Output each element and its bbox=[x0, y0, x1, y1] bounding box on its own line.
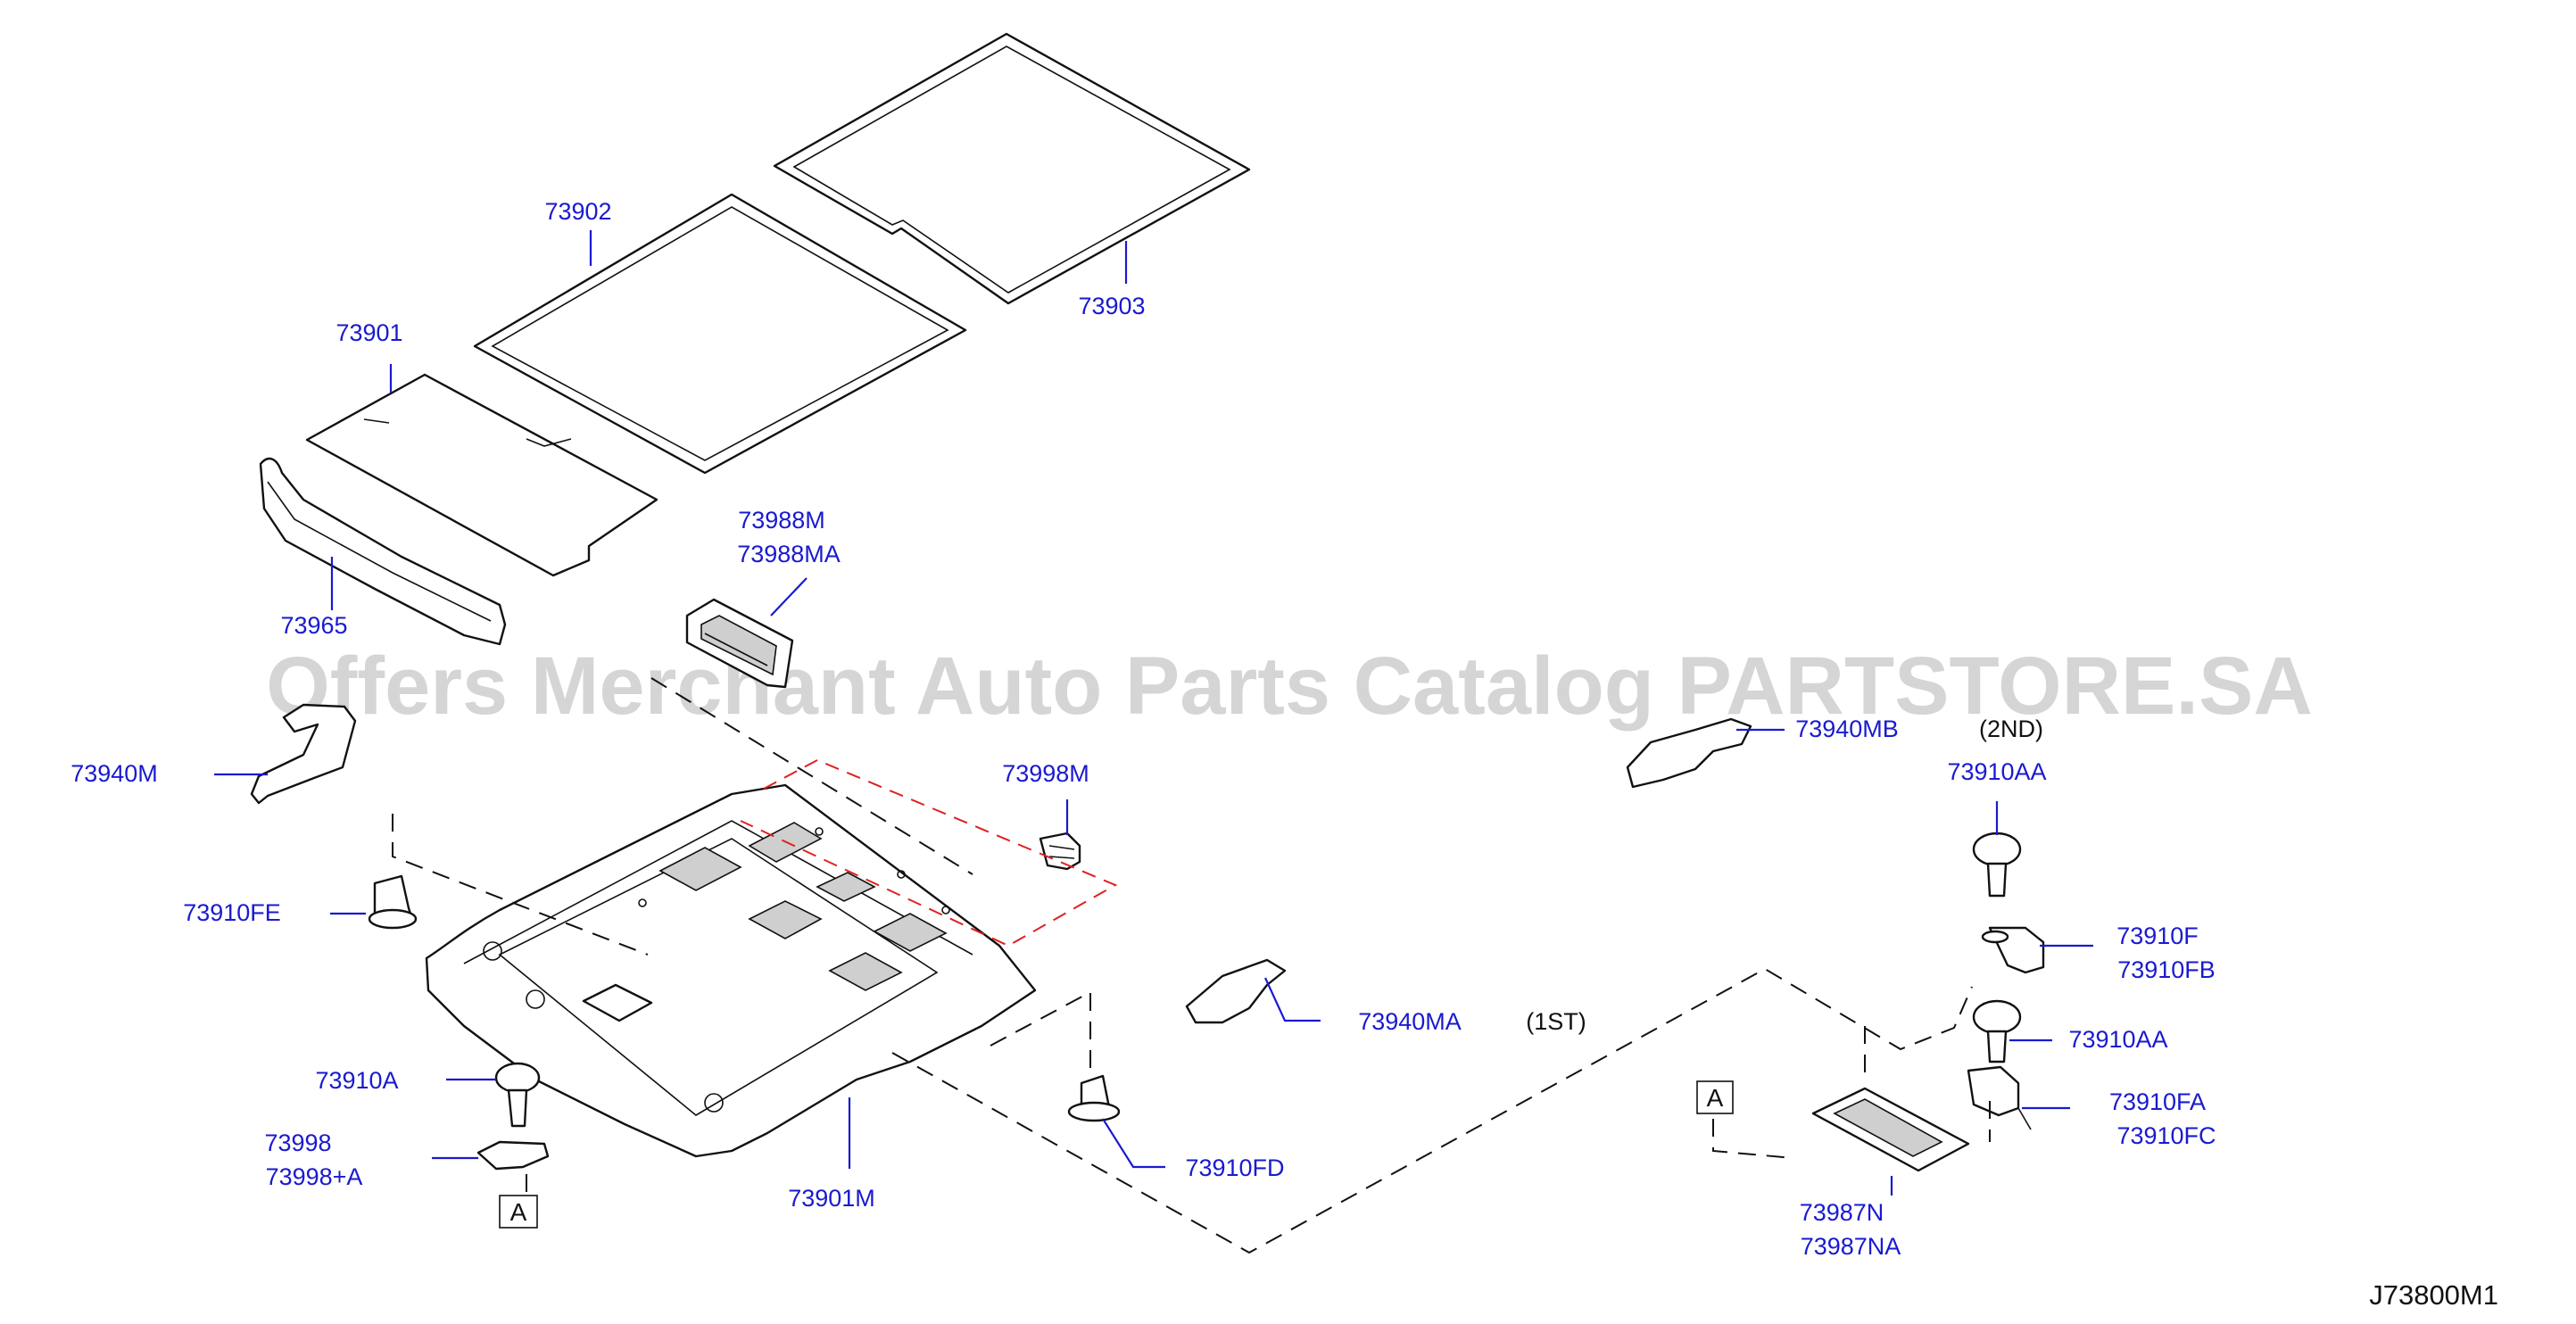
label-73940m[interactable]: 73940M bbox=[70, 760, 158, 787]
label-73901m[interactable]: 73901M bbox=[788, 1185, 875, 1212]
label-73998[interactable]: 73998 bbox=[264, 1130, 331, 1156]
screw-73910a[interactable] bbox=[494, 1062, 541, 1128]
headlining-main[interactable] bbox=[425, 783, 1037, 1158]
label-73910fe[interactable]: 73910FE bbox=[183, 899, 281, 926]
label-73910fa[interactable]: 73910FA bbox=[2109, 1088, 2206, 1115]
note-1st: (1ST) bbox=[1526, 1008, 1586, 1035]
label-73901[interactable]: 73901 bbox=[335, 319, 402, 346]
ref-letter-a-right: A bbox=[1707, 1084, 1724, 1112]
plate-73987n[interactable] bbox=[1811, 1087, 1970, 1172]
grommet-73998m[interactable] bbox=[1039, 832, 1081, 871]
label-73987na[interactable]: 73987NA bbox=[1801, 1233, 1901, 1260]
label-73910fd[interactable]: 73910FD bbox=[1185, 1154, 1284, 1181]
screw-73910aa-top[interactable] bbox=[1972, 832, 2022, 898]
label-73910f[interactable]: 73910F bbox=[2116, 923, 2199, 949]
headlining-sunroof-opening-6 bbox=[828, 952, 903, 991]
guide-lamp-to-headlining bbox=[650, 677, 973, 875]
headlining-sunroof-opening-4 bbox=[748, 900, 823, 939]
roof-pad-front-notch bbox=[363, 418, 572, 447]
roof-pad-rear-inner bbox=[792, 46, 1231, 294]
clip-73910fe[interactable] bbox=[368, 874, 418, 930]
guide-fd bbox=[990, 990, 1091, 1071]
label-73910fb[interactable]: 73910FB bbox=[2117, 956, 2216, 983]
headlining-sunroof-opening-1 bbox=[658, 847, 742, 891]
label-73902[interactable]: 73902 bbox=[544, 198, 611, 225]
guide-a-right bbox=[1712, 1119, 1794, 1159]
screw-73910aa-mid[interactable] bbox=[1972, 999, 2022, 1063]
roof-pad-mid[interactable] bbox=[473, 193, 967, 475]
label-73988m[interactable]: 73988M bbox=[738, 507, 825, 534]
label-73988ma[interactable]: 73988MA bbox=[737, 541, 841, 567]
label-73910aa-top[interactable]: 73910AA bbox=[1947, 758, 2046, 785]
clip-73910fd[interactable] bbox=[1067, 1074, 1121, 1122]
guide-red-sunroof bbox=[740, 758, 1118, 947]
label-73940mb[interactable]: 73940MB bbox=[1795, 716, 1899, 742]
ref-box-a-right bbox=[1696, 1080, 1734, 1114]
courtesy-lamp[interactable] bbox=[685, 598, 794, 689]
watermark-text: Offers Merchant Auto Parts Catalog PARTS… bbox=[266, 641, 2313, 732]
headlining-sunroof-opening-5 bbox=[873, 913, 948, 952]
label-73910fc[interactable]: 73910FC bbox=[2116, 1122, 2216, 1149]
front-trim-strip-edge bbox=[267, 481, 492, 622]
sunvisor-holder-2nd[interactable] bbox=[1626, 717, 1752, 789]
roof-pad-rear[interactable] bbox=[773, 32, 1251, 305]
label-73998a[interactable]: 73998+A bbox=[266, 1163, 363, 1190]
label-73987n[interactable]: 73987N bbox=[1800, 1199, 1884, 1226]
sunvisor-holder-1st[interactable] bbox=[1185, 958, 1287, 1024]
label-73910a[interactable]: 73910A bbox=[315, 1067, 398, 1094]
bracket-73910f[interactable] bbox=[1981, 926, 2045, 974]
roof-pad-mid-inner bbox=[491, 206, 949, 461]
label-73998m[interactable]: 73998M bbox=[1002, 760, 1089, 787]
label-73903[interactable]: 73903 bbox=[1078, 293, 1145, 319]
note-2nd: (2ND) bbox=[1979, 716, 2043, 742]
sunvisor-left[interactable] bbox=[250, 703, 357, 805]
roof-pad-front[interactable] bbox=[305, 373, 658, 577]
headlining-sunroof-opening-3 bbox=[816, 872, 876, 902]
diagram-code: J73800M1 bbox=[2369, 1279, 2498, 1311]
ref-letter-a-left: A bbox=[510, 1198, 527, 1226]
guide-fe bbox=[392, 814, 649, 956]
label-73910aa-mid[interactable]: 73910AA bbox=[2068, 1026, 2167, 1053]
label-73940ma[interactable]: 73940MA bbox=[1358, 1008, 1462, 1035]
headlining-lamp-opening bbox=[582, 983, 653, 1022]
clip-73998[interactable] bbox=[476, 1140, 550, 1171]
ref-box-a-left bbox=[499, 1195, 538, 1229]
label-73965[interactable]: 73965 bbox=[280, 612, 347, 639]
bracket-73910fa[interactable] bbox=[1967, 1065, 2032, 1130]
